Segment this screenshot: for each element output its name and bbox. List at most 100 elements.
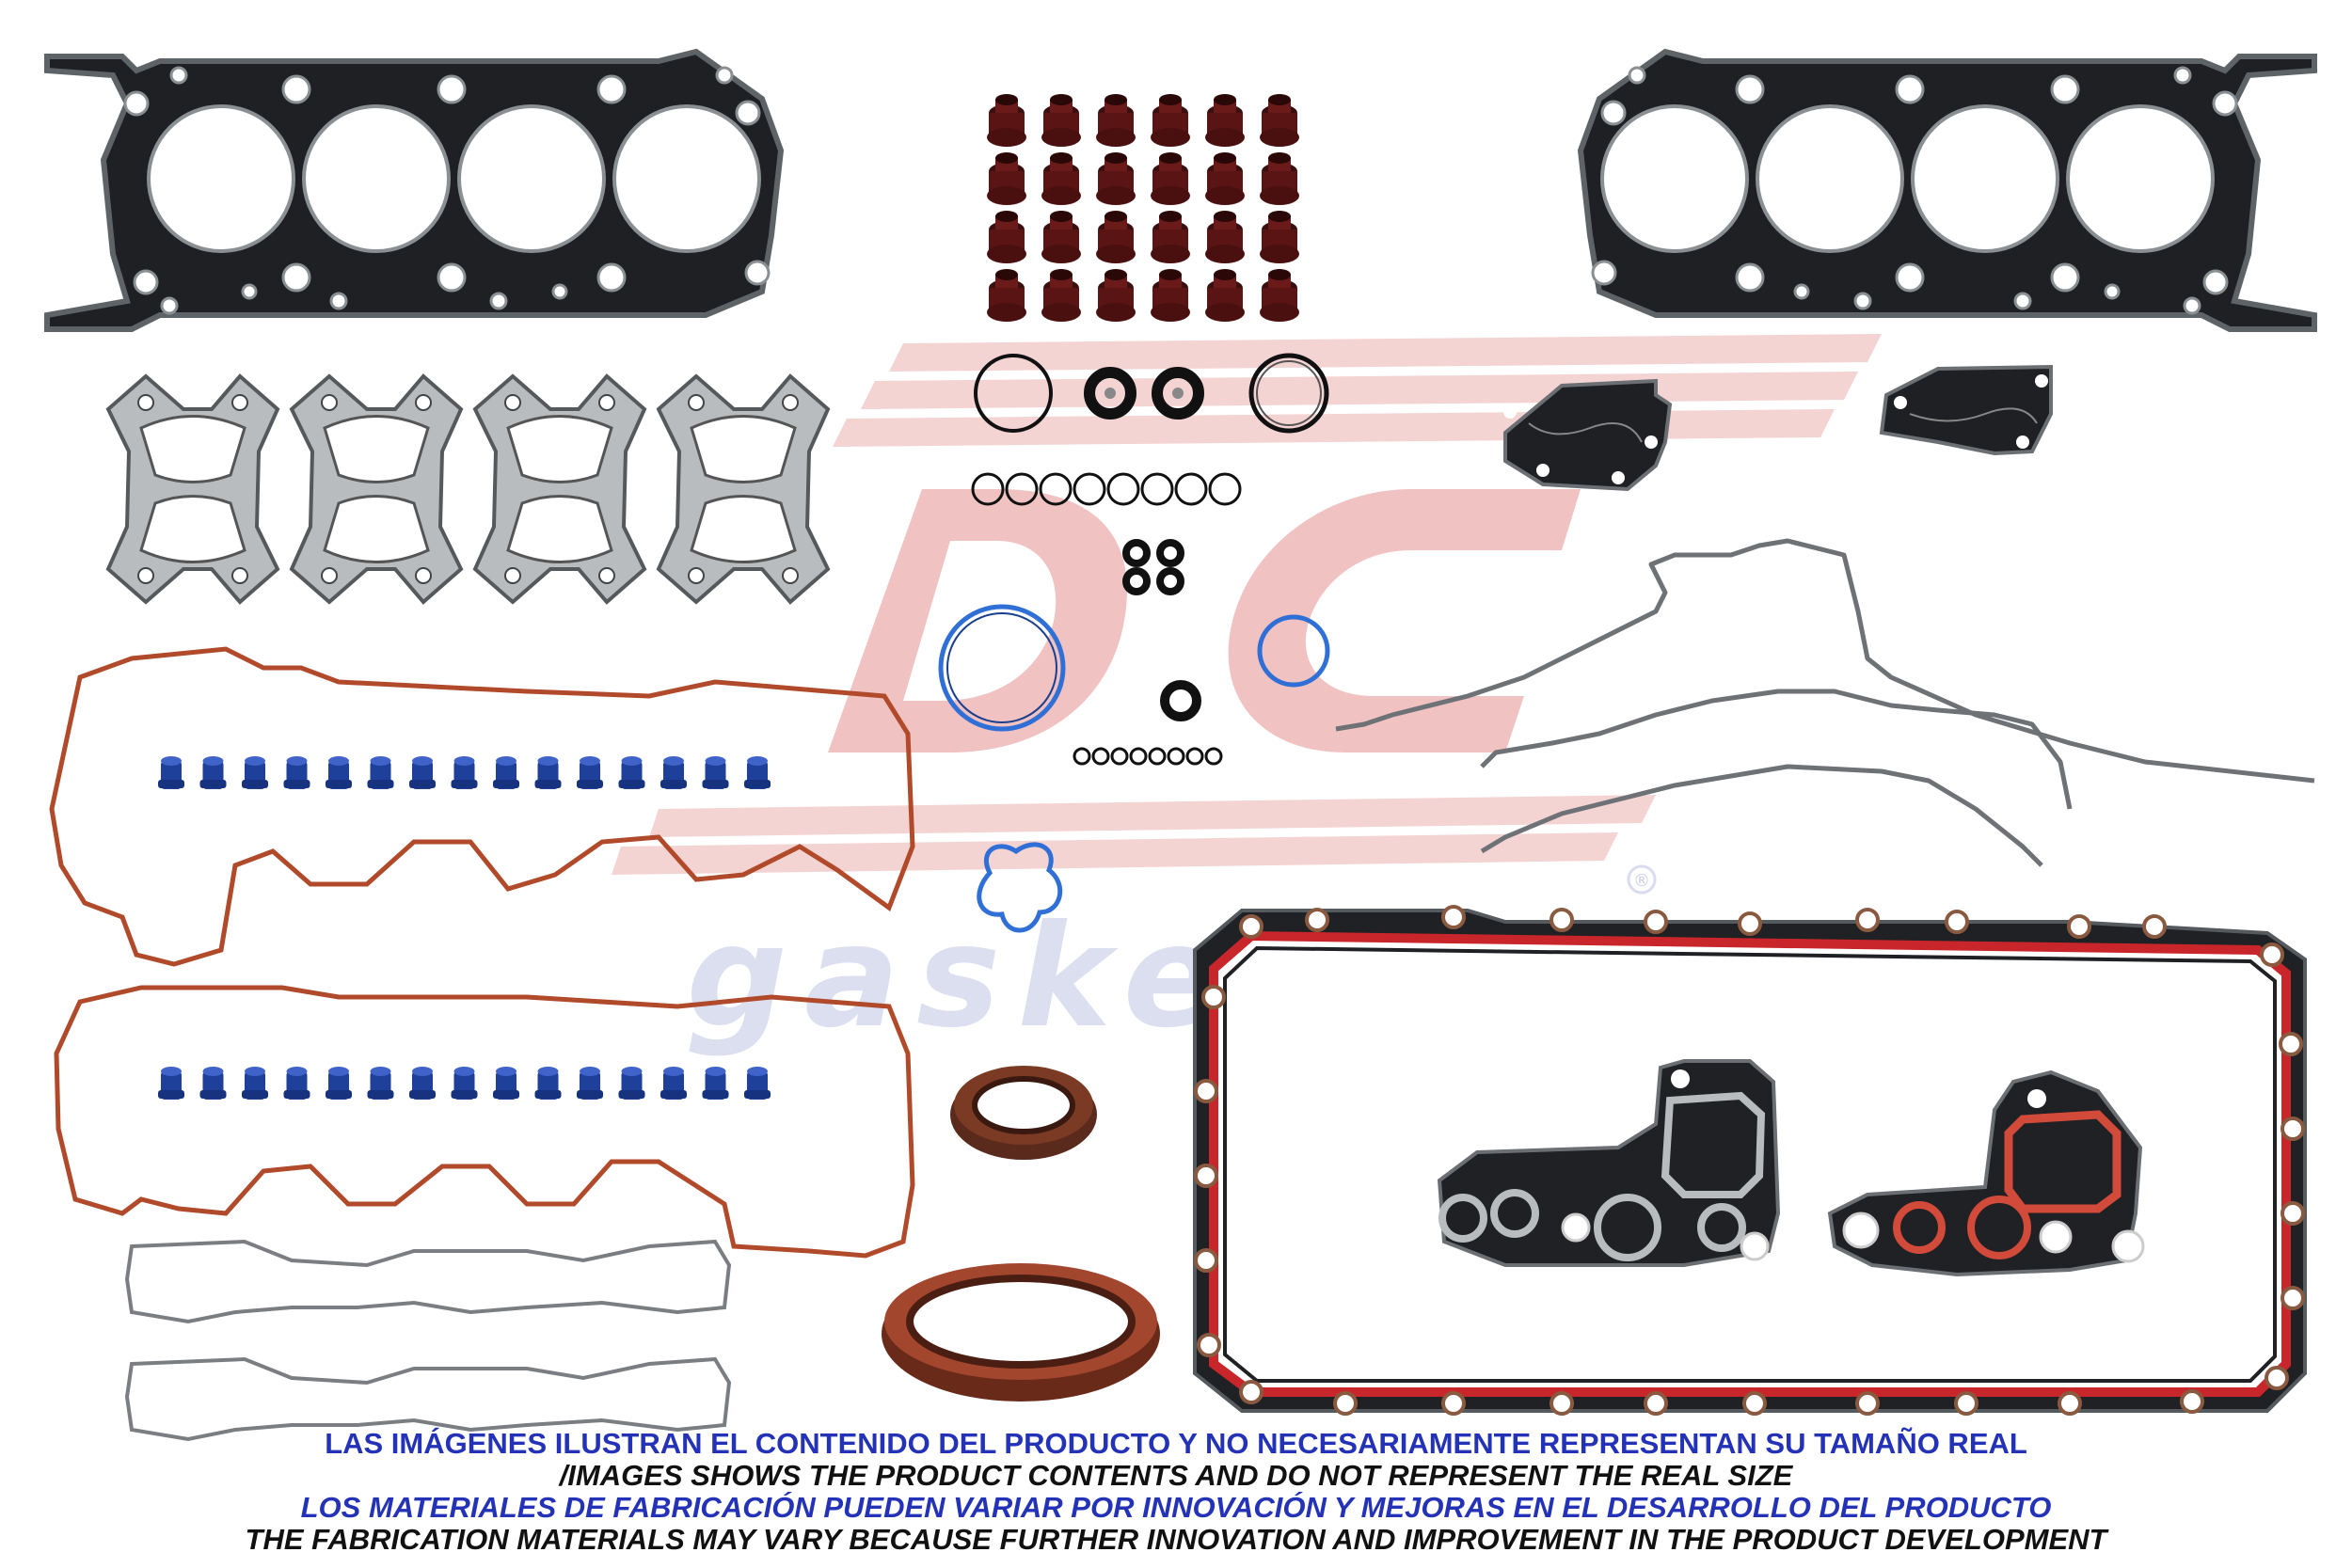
valve-stem-seal [1041, 211, 1081, 263]
head-gasket-right [1581, 52, 2314, 329]
valve-stem-seal [1260, 269, 1299, 322]
grommet [283, 756, 310, 789]
bolt-hole [1239, 914, 1263, 939]
o-ring [1204, 747, 1223, 766]
grommet [744, 1067, 771, 1100]
valve-stem-seal [987, 211, 1026, 263]
grommet [199, 756, 227, 789]
o-ring [1185, 747, 1204, 766]
valve-stem-seal [1205, 152, 1245, 205]
bolt-hole [1855, 908, 1880, 932]
valve-stem-seal [987, 94, 1026, 147]
bolt-hole [1644, 910, 1668, 934]
grommet [493, 1067, 519, 1100]
o-ring [1039, 472, 1073, 506]
valve-stem-seal [1096, 211, 1136, 263]
bolt-hole [1197, 1333, 1221, 1357]
grommet [744, 756, 771, 789]
bolt-hole [2180, 1389, 2204, 1414]
egr-plate-gaskets [1503, 364, 2053, 492]
o-ring [1106, 472, 1140, 506]
spark-plug-tube-seals [158, 756, 771, 1100]
grommet [493, 756, 519, 789]
o-ring [1140, 472, 1174, 506]
grommet [702, 1067, 729, 1100]
bolt-hole [2058, 1391, 2082, 1416]
grommet [451, 1067, 478, 1100]
crankshaft-seals [882, 1066, 1160, 1402]
bolt-hole [1742, 1391, 1767, 1416]
grommet [367, 1067, 394, 1100]
grommet [242, 756, 268, 789]
caption-english-materials: THE FABRICATION MATERIALS MAY VARY BECAU… [245, 1523, 2107, 1556]
valve-stem-seal [1205, 211, 1245, 263]
bolt-hole [1954, 1391, 1979, 1416]
valve-stem-seal [1260, 152, 1299, 205]
bolt-hole [1738, 911, 1762, 936]
valve-cover-gaskets [49, 646, 915, 1259]
bolt-hole [1945, 910, 1969, 934]
grommet [534, 756, 562, 789]
valve-stem-seal [1260, 211, 1299, 263]
o-ring [1073, 747, 1091, 766]
registered-mark: ® [1633, 871, 1650, 891]
grommet [534, 1067, 562, 1100]
timing-cover-gaskets [1335, 538, 2315, 867]
bolt-hole [1194, 1164, 1218, 1188]
valve-stem-seal [1151, 269, 1190, 322]
grommet [409, 1067, 436, 1100]
bolt-hole [2280, 1117, 2305, 1141]
o-ring [1110, 747, 1129, 766]
valve-stem-seal [1096, 269, 1136, 322]
head-gasket-left [47, 52, 781, 329]
caption-spanish-materials: LOS MATERIALES DE FABRICACIÓN PUEDEN VAR… [300, 1491, 2052, 1524]
grommet [199, 1067, 227, 1100]
grommet [660, 1067, 687, 1100]
bolt-hole [2067, 914, 2091, 939]
grommet [577, 1067, 603, 1100]
grommet [367, 756, 394, 789]
valve-stem-seal [1205, 94, 1245, 147]
bolt-hole [1441, 905, 1466, 929]
valve-stem-seal [1151, 152, 1190, 205]
grommet [702, 756, 729, 789]
valve-stem-seal [1260, 94, 1299, 147]
bolt-hole [1549, 908, 1574, 932]
valve-stem-seal [1205, 269, 1245, 322]
bolt-hole [2260, 942, 2284, 967]
o-ring [1129, 747, 1148, 766]
bolt-hole [2280, 1201, 2305, 1226]
o-ring [1148, 747, 1167, 766]
grommet [326, 756, 352, 789]
bolt-hole [1333, 1391, 1358, 1416]
bolt-hole [1194, 1248, 1218, 1273]
bolt-hole [2280, 1286, 2305, 1310]
grommet [158, 756, 184, 789]
valve-stem-seal [1096, 152, 1136, 205]
grommet [158, 1067, 184, 1100]
bolt-hole [1441, 1391, 1466, 1416]
valve-stem-seal [987, 152, 1026, 205]
exhaust-manifold-gaskets [106, 374, 830, 604]
grommet [577, 756, 603, 789]
valve-stem-seal [1151, 94, 1190, 147]
valve-stem-seal [1041, 94, 1081, 147]
o-ring [1073, 472, 1106, 506]
valve-stem-seal [1096, 94, 1136, 147]
valve-stem-seal [1041, 269, 1081, 322]
bolt-hole [1549, 1391, 1574, 1416]
valve-stem-seals [987, 94, 1299, 322]
bolt-hole [2279, 1032, 2303, 1056]
grommet [283, 1067, 310, 1100]
bolt-hole [1305, 908, 1329, 932]
grommet [618, 1067, 645, 1100]
grommet [660, 756, 687, 789]
o-ring [1208, 472, 1242, 506]
oil-filter-adapter-gaskets [1437, 1059, 2145, 1277]
bolt-hole [1855, 1391, 1880, 1416]
o-ring [1091, 747, 1110, 766]
valve-stem-seal [1041, 152, 1081, 205]
bolt-hole [2142, 914, 2167, 939]
grommet [326, 1067, 352, 1100]
